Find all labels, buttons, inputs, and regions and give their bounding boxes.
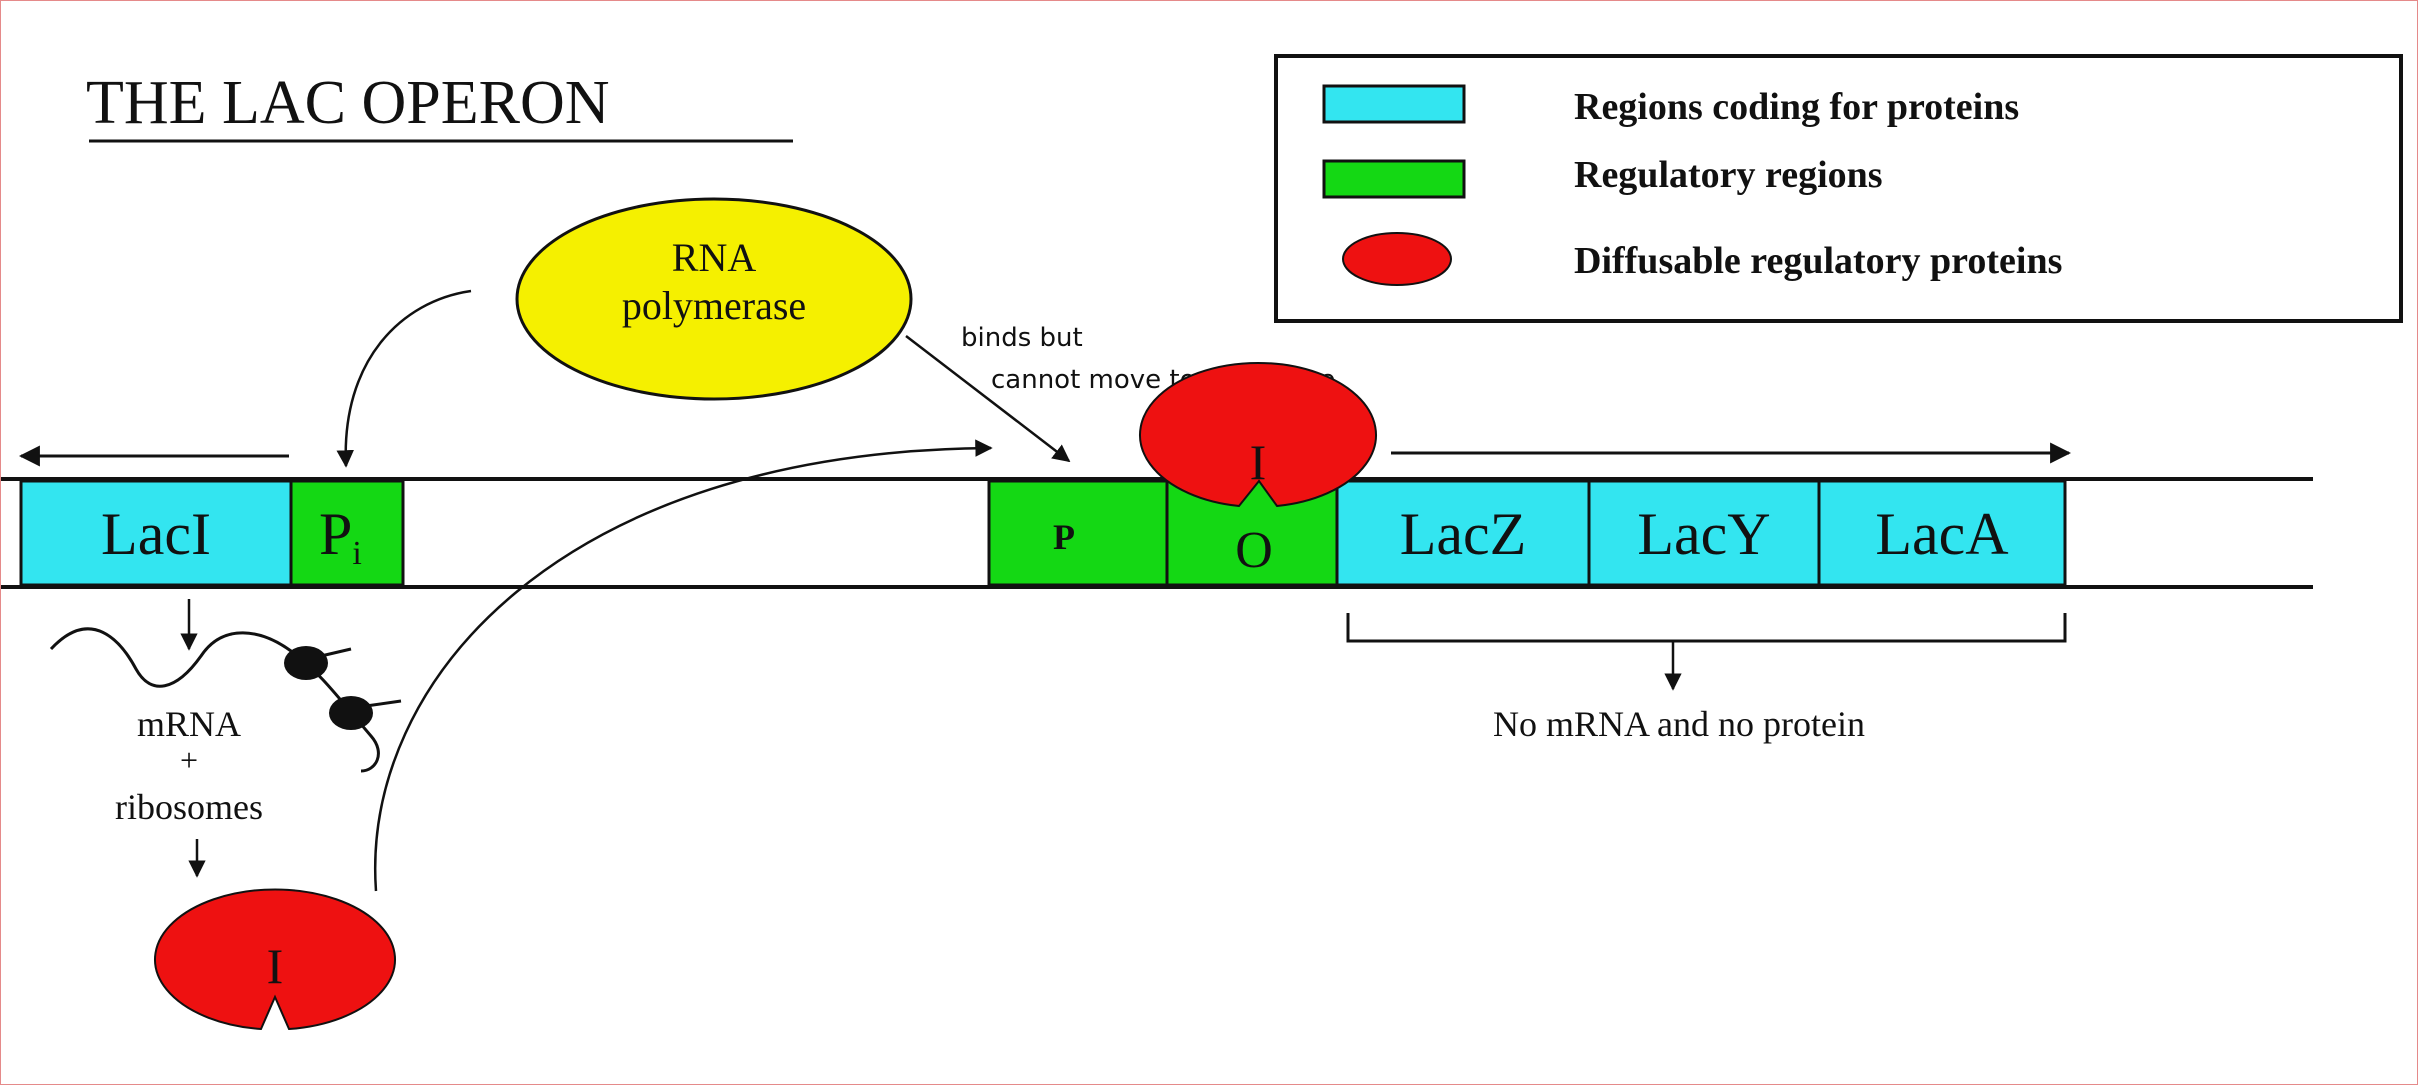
gene-laci: [19, 479, 293, 587]
legend-swatch-coding: [1322, 84, 1466, 124]
legend: Regions coding for proteins Regulatory r…: [1274, 54, 2403, 323]
ribosome-1: [284, 646, 352, 680]
region-pi-main: P: [319, 501, 352, 567]
repressor-free: I: [154, 888, 396, 1031]
gene-lacy-label: LacY: [1637, 501, 1770, 567]
plus-label: +: [180, 742, 198, 778]
gene-lacz: [1335, 479, 1591, 587]
dna-segments: LacI Pi P O LacZ LacY LacA: [19, 479, 2067, 587]
rna-polymerase-label-2: polymerase: [622, 283, 806, 328]
legend-label-regulatory: Regulatory regions: [1574, 154, 1883, 196]
gene-laci-label: LacI: [101, 501, 211, 567]
polymerase-to-pi-arrow: [336, 289, 472, 468]
legend-label-coding: Regions coding for proteins: [1574, 86, 2019, 128]
mrna-strand: [49, 627, 380, 773]
gene-laca: [1817, 479, 2067, 587]
region-operator-label: O: [1235, 522, 1273, 579]
rna-polymerase: RNA polymerase: [515, 197, 913, 401]
repressor-bound-label: I: [1250, 434, 1267, 490]
binds-annotation-1: binds but: [961, 323, 1083, 353]
repressor-free-shape: [154, 888, 396, 1031]
structural-genes-bracket: [1346, 613, 2067, 643]
diagram-title: THE LAC OPERON: [86, 69, 610, 137]
legend-swatch-regulatory: [1322, 159, 1466, 199]
region-pi-label: Pi: [319, 501, 362, 572]
ribosome-1-body: [284, 646, 328, 680]
region-promoter-label: P: [1053, 517, 1075, 557]
ribosome-2-chain: [365, 699, 402, 708]
gene-lacy: [1587, 479, 1821, 587]
legend-label-repressor: Diffusable regulatory proteins: [1574, 240, 2062, 282]
repressor-bound: I: [1139, 361, 1377, 508]
repressor-binding-arrow: [373, 439, 993, 892]
polymerase-to-p-arrow: [905, 335, 1071, 463]
region-pi: [289, 479, 405, 587]
ribosome-2-body: [329, 696, 373, 730]
region-pi-sub: i: [352, 535, 361, 572]
no-mrna-label: No mRNA and no protein: [1493, 704, 1865, 744]
mrna-label: mRNA: [137, 704, 241, 744]
region-promoter: [987, 479, 1169, 587]
gene-lacz-label: LacZ: [1400, 501, 1527, 567]
rna-polymerase-shape: [515, 197, 913, 401]
ribosome-2: [329, 696, 402, 730]
gene-laca-label: LacA: [1875, 501, 2008, 567]
repressor-free-label: I: [267, 938, 284, 994]
repressor-bound-shape: [1139, 361, 1377, 508]
legend-swatch-repressor: [1342, 232, 1452, 286]
rna-polymerase-label-1: RNA: [672, 235, 757, 280]
ribosome-1-chain: [320, 647, 352, 658]
ribosomes-label: ribosomes: [115, 787, 263, 827]
